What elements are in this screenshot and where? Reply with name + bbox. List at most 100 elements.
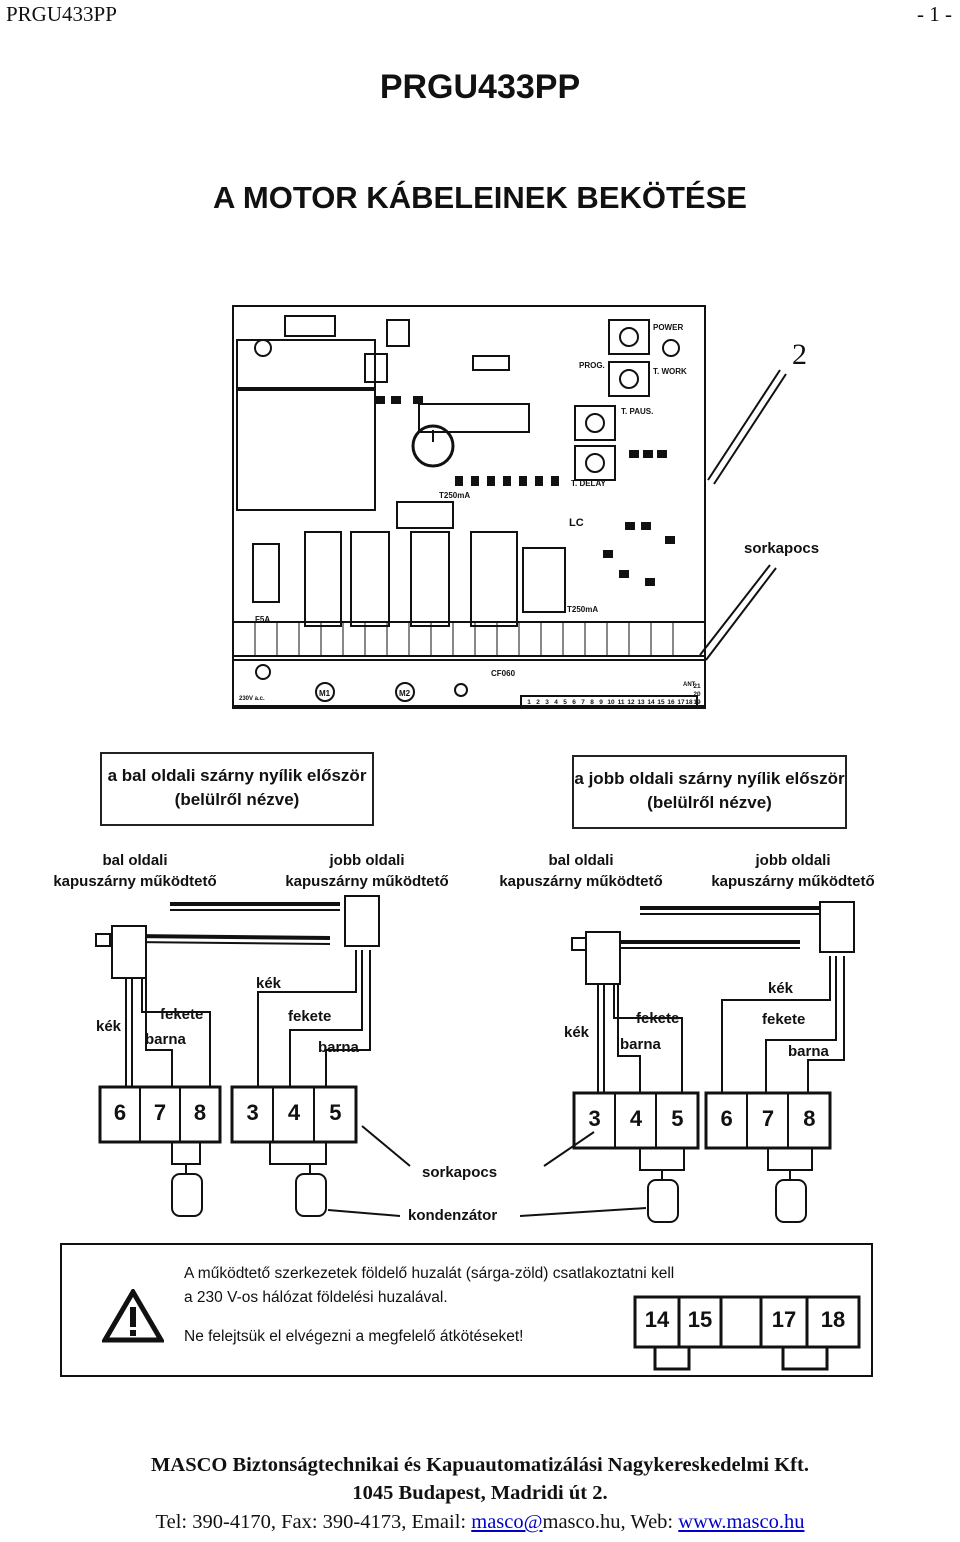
label-line: jobb oldali <box>329 852 405 869</box>
terminal-number: 1 <box>527 699 531 706</box>
terminal-number: 7 <box>581 699 585 706</box>
warning-text-line2: a 230 V-os hálózat földelési huzalával. <box>184 1289 448 1306</box>
label-line: kapuszárny működtető <box>499 873 663 890</box>
terminal-number: 8 <box>803 1106 816 1131</box>
wire-label-brown: barna <box>318 1039 359 1056</box>
label-line: kapuszárny működtető <box>711 873 875 890</box>
label-lc: LC <box>569 517 584 529</box>
label-line: kapuszárny működtető <box>53 873 217 890</box>
callout-number: 2 <box>792 338 807 371</box>
label-line: bal oldali <box>102 852 168 869</box>
terminal-number: 11 <box>618 699 625 706</box>
terminal-number: 17 <box>771 1307 797 1332</box>
terminal-number: 8 <box>193 1100 207 1125</box>
label-m1: M1 <box>319 689 331 698</box>
control-board-diagram: POWER T. WORK T. PAUS. T. DELAY PROG. LC… <box>232 305 706 709</box>
right-scenario-line2: (belülről nézve) <box>647 793 772 812</box>
terminal-number: 10 <box>607 699 615 706</box>
warning-box: A működtető szerkezetek földelő huzalát … <box>60 1243 873 1377</box>
right-scenario-box: a jobb oldali szárny nyílik először (bel… <box>572 755 847 829</box>
right-scenario-line1: a jobb oldali szárny nyílik először <box>574 769 845 788</box>
right-terminal-group-b: 6 7 8 <box>706 1106 830 1132</box>
terminal-number: 5 <box>563 699 567 706</box>
left-terminal-group-b: 3 4 5 <box>232 1100 356 1126</box>
terminal-number: 18 <box>685 699 693 706</box>
terminal-number: 6 <box>720 1106 733 1131</box>
terminal-number: 7 <box>761 1106 775 1131</box>
board-callout-lines <box>699 369 787 661</box>
warning-text-line1: A működtető szerkezetek földelő huzalát … <box>184 1265 675 1282</box>
wire-label-black: fekete <box>160 1006 204 1023</box>
terminal-number: 9 <box>599 699 603 706</box>
terminal-number: 12 <box>627 699 635 706</box>
terminal-number: 20 <box>693 691 701 698</box>
terminal-number: 5 <box>671 1106 684 1131</box>
wire-label-blue: kék <box>768 980 794 997</box>
label-voltage: 230V a.c. <box>239 696 265 702</box>
terminal-number: 21 <box>693 683 701 690</box>
terminal-number: 6 <box>113 1100 127 1125</box>
header-page-number: - 1 - <box>917 2 952 26</box>
terminal-number <box>721 1307 761 1333</box>
left-terminal-group-a: 6 7 8 <box>100 1100 220 1126</box>
footer-email-domain: masco.hu, Web: <box>542 1511 679 1533</box>
header-doc-code: PRGU433PP <box>6 2 117 26</box>
page-title: PRGU433PP <box>379 68 581 106</box>
label-t-paus: T. PAUS. <box>621 407 653 416</box>
terminal-number: 15 <box>687 1307 713 1332</box>
left-actuator-left-label: bal oldali kapuszárny működtető <box>40 850 230 892</box>
right-actuator-left-label: bal oldali kapuszárny működtető <box>486 850 676 892</box>
terminal-number: 17 <box>677 699 685 706</box>
callout-capacitor: kondenzátor <box>408 1207 498 1224</box>
board-outline <box>232 305 706 709</box>
label-ant: ANT <box>683 682 696 688</box>
label-fuse-small-2: T250mA <box>567 605 598 614</box>
left-actuator-right-label: jobb oldali kapuszárny működtető <box>272 850 462 892</box>
footer-web-link[interactable]: www.masco.hu <box>678 1511 805 1533</box>
right-terminal-group-a: 3 4 5 <box>574 1106 698 1132</box>
footer-address: 1045 Budapest, Madridi út 2. <box>352 1482 608 1504</box>
wire-label-black: fekete <box>762 1011 806 1028</box>
wire-label-black: fekete <box>636 1010 680 1027</box>
page-subtitle: A MOTOR KÁBELEINEK BEKÖTÉSE <box>213 180 747 215</box>
terminal-number: 5 <box>329 1100 342 1125</box>
terminal-number: 4 <box>287 1100 301 1125</box>
label-cf: CF060 <box>491 669 516 678</box>
footer-contact: Tel: 390-4170, Fax: 390-4173, Email: mas… <box>0 1511 960 1534</box>
terminal-number: 8 <box>590 699 594 706</box>
terminal-number: 18 <box>820 1307 846 1332</box>
terminal-number: 2 <box>536 699 540 706</box>
label-power: POWER <box>653 323 683 332</box>
bridge-terminal-block <box>633 1295 861 1371</box>
terminal-number: 4 <box>554 699 558 706</box>
wire-label-brown: barna <box>620 1036 661 1053</box>
terminal-number: 7 <box>153 1100 167 1125</box>
label-fuse-main: F5A <box>255 615 270 624</box>
terminal-number: 19 <box>693 699 701 706</box>
terminal-number: 15 <box>657 699 665 706</box>
right-actuator-right-label: jobb oldali kapuszárny működtető <box>698 850 888 892</box>
footer-email-link[interactable]: masco@ <box>471 1511 543 1533</box>
warning-triangle-icon <box>102 1289 164 1343</box>
wire-label-brown: barna <box>145 1031 186 1048</box>
wire-label-blue: kék <box>564 1024 590 1041</box>
wire-label-brown: barna <box>788 1043 829 1060</box>
terminal-number: 14 <box>647 699 655 706</box>
terminal-number: 13 <box>637 699 645 706</box>
terminal-number: 16 <box>667 699 675 706</box>
wire-label-blue: kék <box>256 975 282 992</box>
label-t-delay: T. DELAY <box>571 479 606 488</box>
label-fuse-small-1: T250mA <box>439 491 470 500</box>
label-t-work: T. WORK <box>653 367 687 376</box>
bridge-terminal-numbers: 14 15 17 18 <box>635 1307 859 1333</box>
terminal-number: 6 <box>572 699 576 706</box>
wire-label-blue: kék <box>96 1018 122 1035</box>
board-terminal-label: sorkapocs <box>744 540 820 557</box>
warning-text-line3: Ne felejtsük el elvégezni a megfelelő át… <box>184 1328 524 1345</box>
left-scenario-line1: a bal oldali szárny nyílik először <box>107 766 367 785</box>
label-line: bal oldali <box>548 852 614 869</box>
terminal-number: 3 <box>545 699 549 706</box>
left-scenario-box: a bal oldali szárny nyílik először (belü… <box>100 752 374 826</box>
terminal-number: 3 <box>246 1100 259 1125</box>
terminal-number: 3 <box>588 1106 601 1131</box>
